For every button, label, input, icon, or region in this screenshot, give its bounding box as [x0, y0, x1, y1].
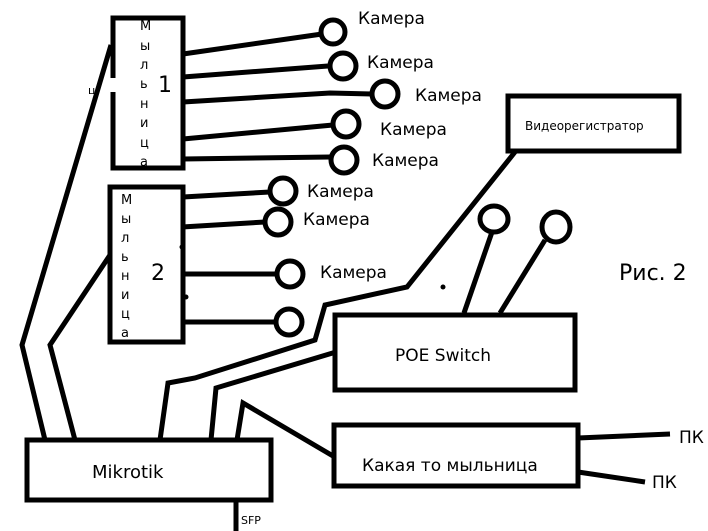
switch2-box[interactable]	[107, 184, 186, 345]
svg-text:М: М	[121, 193, 132, 208]
svg-text:а: а	[140, 155, 148, 170]
figure-label: Рис. 2	[619, 261, 687, 286]
camera-label: Камера	[307, 182, 374, 202]
wire-s1-cam5	[182, 154, 331, 162]
svg-text:и: и	[140, 116, 148, 131]
camera-icon[interactable]	[267, 175, 299, 207]
camera-label: Камера	[320, 263, 387, 283]
pc-label: ПК	[679, 428, 704, 448]
mikrotik-label: Mikrotik	[92, 462, 164, 483]
camera-icon[interactable]	[262, 206, 294, 238]
poe-switch-label: POE Switch	[395, 346, 491, 366]
svg-text:ц: ц	[121, 307, 130, 322]
wire-s1-cam2	[182, 63, 329, 80]
svg-text:М: М	[140, 19, 151, 34]
camera-icon[interactable]	[327, 50, 359, 82]
sfp-label: SFP	[241, 514, 261, 527]
wire-dvr-mikrotik	[157, 150, 517, 441]
wire-pc2	[577, 469, 646, 485]
wire-s1-cam1	[182, 31, 323, 57]
camera-icon[interactable]	[274, 258, 306, 290]
port-dot	[179, 244, 185, 250]
camera-icon[interactable]	[328, 144, 360, 176]
camera-icon[interactable]	[273, 306, 305, 338]
switch1-vertical-label: М ы л ь н и ц а	[140, 19, 151, 170]
wire-mikrotik-switch1	[19, 44, 114, 441]
camera-icon[interactable]	[318, 17, 348, 47]
switch2-number: 2	[151, 261, 165, 286]
svg-text:ц: ц	[140, 136, 149, 151]
camera-label: Камера	[415, 86, 482, 106]
camera-label: Камера	[372, 151, 439, 171]
svg-text:л: л	[140, 58, 148, 73]
svg-text:и: и	[121, 288, 129, 303]
wire-s1-cam3	[182, 90, 373, 105]
camera-label: Камера	[358, 9, 425, 29]
svg-text:н: н	[121, 269, 130, 284]
wire-poe-mikrotik	[208, 349, 337, 441]
stray-dot	[440, 284, 446, 290]
dvr-box[interactable]	[505, 93, 682, 154]
pc-label: ПК	[652, 473, 677, 493]
switch1-box[interactable]	[110, 15, 186, 171]
wire-pc1	[577, 431, 671, 441]
switch1-number: 1	[158, 73, 172, 98]
wire-s2-cam6	[182, 189, 271, 200]
camera-icon[interactable]	[369, 78, 401, 110]
stray-mark: ц	[88, 84, 96, 97]
camera-icon[interactable]	[539, 209, 573, 245]
other-switch-box[interactable]	[331, 422, 581, 489]
port-dot	[183, 294, 189, 300]
mikrotik-box[interactable]	[24, 437, 274, 503]
svg-text:ы: ы	[121, 212, 131, 227]
svg-text:ь: ь	[140, 77, 148, 92]
wire-mikrotik-switch2	[47, 253, 113, 441]
camera-label: Камера	[303, 210, 370, 230]
svg-text:ы: ы	[140, 39, 150, 54]
svg-text:а: а	[121, 326, 129, 341]
switch2-vertical-label: М ы л ь н и ц а	[121, 193, 132, 341]
svg-text:ь: ь	[121, 250, 129, 265]
camera-label: Камера	[380, 120, 447, 140]
other-switch-label: Какая то мыльница	[362, 456, 538, 476]
wire-s1-cam4	[182, 122, 334, 142]
svg-text:н: н	[140, 97, 149, 112]
camera-icon[interactable]	[330, 108, 362, 140]
wire-poe-cam-a	[461, 231, 495, 314]
svg-text:л: л	[121, 231, 129, 246]
wire-s2-cam7	[181, 219, 266, 230]
wire-poe-cam-b	[497, 238, 548, 315]
camera-icon[interactable]	[477, 203, 511, 235]
camera-label: Камера	[367, 53, 434, 73]
poe-switch-box[interactable]	[332, 312, 578, 393]
dvr-label: Видеорегистратор	[525, 119, 644, 133]
switch1-gap	[108, 78, 116, 92]
wire-other-mikrotik	[234, 398, 335, 459]
